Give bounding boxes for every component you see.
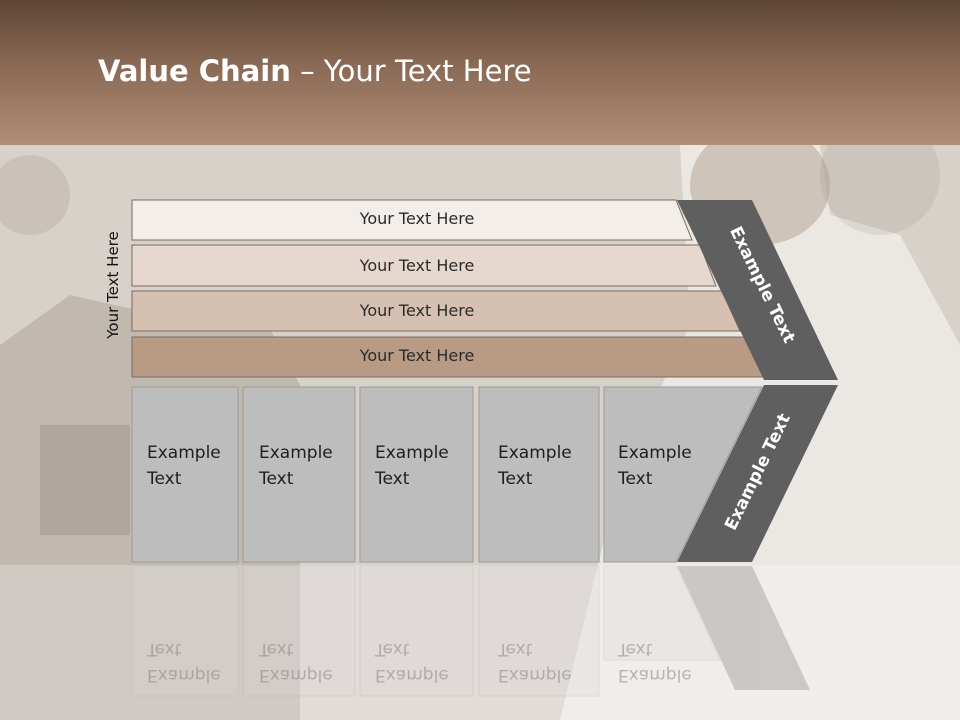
box-1-reflection-line2: Text bbox=[147, 639, 182, 659]
bar-1-label: Your Text Here bbox=[359, 209, 475, 228]
box-2-reflection-line1: Example bbox=[259, 665, 333, 685]
box-3-line2: Text bbox=[375, 469, 410, 489]
bar-2 bbox=[131, 244, 717, 287]
box-3 bbox=[359, 386, 474, 563]
box-1-line2: Text bbox=[147, 469, 182, 489]
box-2-line2: Text bbox=[259, 469, 294, 489]
box-3-reflection: Example Text bbox=[375, 636, 449, 688]
box-5-reflection-line2: Text bbox=[618, 639, 653, 659]
box-5-line1: Example bbox=[618, 443, 692, 463]
chevron-bottom bbox=[677, 385, 838, 562]
box-4-line2: Text bbox=[498, 469, 533, 489]
box-4-reflection-line1: Example bbox=[498, 665, 572, 685]
title-bold: Value Chain bbox=[98, 54, 291, 88]
title-bar bbox=[0, 0, 960, 145]
box-1-reflection-line1: Example bbox=[147, 665, 221, 685]
box-3-line1: Example bbox=[375, 443, 449, 463]
title-rest: – Your Text Here bbox=[290, 54, 532, 88]
box-2-line1: Example bbox=[259, 443, 333, 463]
box-1-line1: Example bbox=[147, 443, 221, 463]
box-4 bbox=[478, 386, 600, 563]
box-3-reflection-line2: Text bbox=[375, 639, 410, 659]
bar-3-label: Your Text Here bbox=[359, 301, 475, 320]
box-5 bbox=[603, 386, 763, 563]
box-2-reflection-line2: Text bbox=[259, 639, 294, 659]
box-1 bbox=[131, 386, 239, 563]
box-4-reflection-line2: Text bbox=[498, 639, 533, 659]
box-4-line1: Example bbox=[498, 443, 572, 463]
box-5-reflection: Example Text bbox=[618, 636, 692, 688]
bar-2-label: Your Text Here bbox=[359, 256, 475, 275]
box-3-reflection-line1: Example bbox=[375, 665, 449, 685]
bar-1 bbox=[131, 199, 693, 241]
reflection bbox=[131, 565, 810, 697]
box-1-reflection: Example Text bbox=[147, 636, 221, 688]
bar-4-label: Your Text Here bbox=[359, 346, 475, 365]
box-4-reflection: Example Text bbox=[498, 636, 572, 688]
bar-3 bbox=[131, 290, 741, 332]
box-2 bbox=[242, 386, 356, 563]
box-5-line2: Text bbox=[618, 469, 653, 489]
box-5-reflection-line1: Example bbox=[618, 665, 692, 685]
box-2-reflection: Example Text bbox=[259, 636, 333, 688]
chevron-top bbox=[677, 200, 838, 380]
slide-title: Value Chain – Your Text Here bbox=[98, 54, 532, 88]
